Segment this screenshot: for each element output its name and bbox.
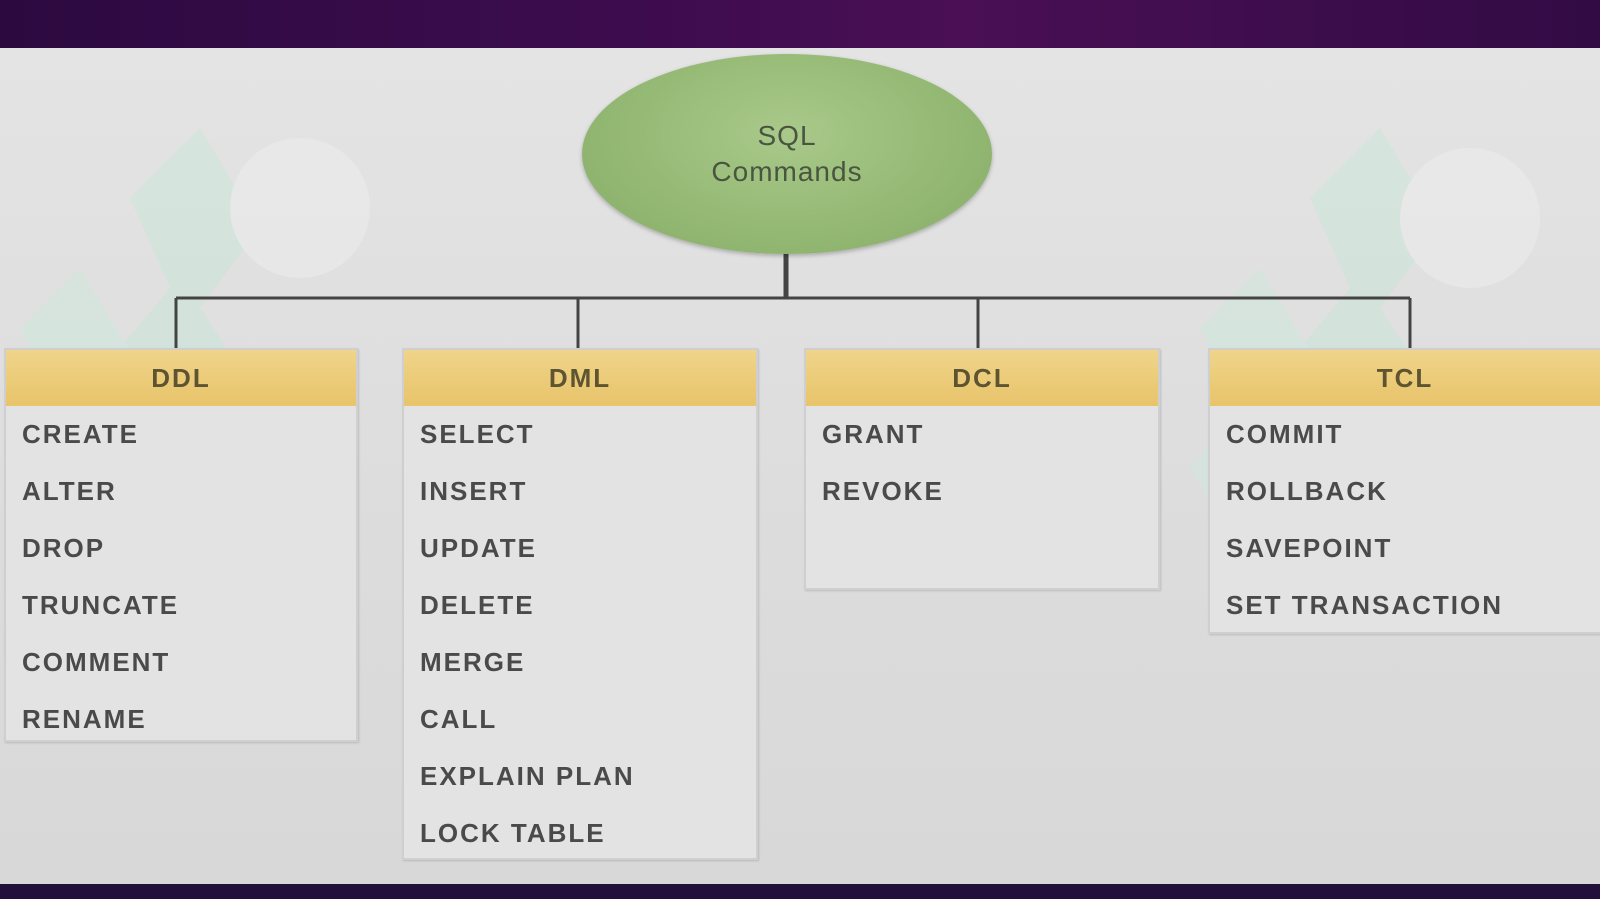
command-item: CALL <box>420 704 498 734</box>
category-dml-header: DML <box>404 350 756 406</box>
category-tcl: TCL COMMIT ROLLBACK SAVEPOINT SET TRANSA… <box>1208 348 1600 634</box>
root-node-line2: Commands <box>711 156 863 187</box>
tree-connectors <box>174 250 1412 348</box>
command-item: COMMIT <box>1226 419 1344 449</box>
category-tcl-header: TCL <box>1210 350 1600 406</box>
category-tcl-list: COMMIT ROLLBACK SAVEPOINT SET TRANSACTIO… <box>1210 406 1600 634</box>
root-node-sql-commands: SQL Commands <box>582 54 992 254</box>
command-item: COMMENT <box>22 647 171 677</box>
command-item: TRUNCATE <box>22 590 180 620</box>
category-dcl-list: GRANT REVOKE <box>806 406 1158 520</box>
command-item: UPDATE <box>420 533 537 563</box>
category-dcl: DCL GRANT REVOKE <box>804 348 1160 590</box>
command-item: SELECT <box>420 419 535 449</box>
command-item: INSERT <box>420 476 528 506</box>
category-ddl-header: DDL <box>6 350 356 406</box>
command-item: ROLLBACK <box>1226 476 1388 506</box>
category-dml: DML SELECT INSERT UPDATE DELETE MERGE CA… <box>402 348 758 860</box>
category-ddl-list: CREATE ALTER DROP TRUNCATE COMMENT RENAM… <box>6 406 356 748</box>
category-ddl: DDL CREATE ALTER DROP TRUNCATE COMMENT R… <box>4 348 358 742</box>
command-item: SAVEPOINT <box>1226 533 1393 563</box>
command-item: EXPLAIN PLAN <box>420 761 635 791</box>
command-item: DROP <box>22 533 106 563</box>
sql-commands-slide: SQL Commands DDL CREATE ALTER DROP TRUNC… <box>0 48 1600 884</box>
command-item: GRANT <box>822 419 925 449</box>
root-node-line1: SQL <box>757 120 817 151</box>
command-item: LOCK TABLE <box>420 818 606 848</box>
command-item: SET TRANSACTION <box>1226 590 1503 620</box>
command-item: ALTER <box>22 476 117 506</box>
command-item: CREATE <box>22 419 139 449</box>
category-dml-list: SELECT INSERT UPDATE DELETE MERGE CALL E… <box>404 406 756 862</box>
bottom-banner <box>0 884 1600 899</box>
command-item: RENAME <box>22 704 147 734</box>
command-item: REVOKE <box>822 476 944 506</box>
command-item: DELETE <box>420 590 535 620</box>
category-dcl-header: DCL <box>806 350 1158 406</box>
command-item: MERGE <box>420 647 526 677</box>
top-banner <box>0 0 1600 48</box>
